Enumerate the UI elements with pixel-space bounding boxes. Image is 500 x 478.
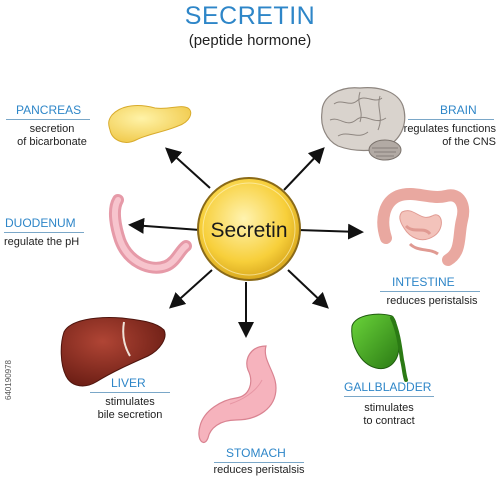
secretin-node: Secretin	[197, 177, 301, 281]
stomach-desc: reduces peristalsis	[213, 464, 305, 476]
intestine-illustration	[377, 188, 470, 266]
liver-desc-line1: stimulates	[105, 396, 155, 408]
arrow-to-duodenum	[128, 217, 201, 234]
duodenum-name: DUODENUM	[5, 216, 76, 230]
liver-rule	[90, 392, 170, 393]
gallbladder-desc-line1: stimulates	[364, 402, 414, 414]
pancreas-desc: secretion of bicarbonate	[4, 123, 100, 149]
brain-name: BRAIN	[440, 103, 477, 117]
arrow-to-gallbladder	[287, 269, 329, 309]
brain-desc-line2: of the CNS	[442, 136, 496, 148]
gallbladder-desc-line2: to contract	[363, 415, 415, 427]
gallbladder-illustration	[351, 313, 408, 382]
brain-rule	[408, 119, 494, 120]
gallbladder-rule	[344, 396, 434, 397]
gallbladder-desc: stimulates to contract	[332, 402, 446, 428]
arrow-to-pancreas	[165, 147, 211, 189]
stomach-name: STOMACH	[226, 446, 286, 460]
liver-desc: stimulates bile secretion	[70, 396, 190, 422]
brain-desc-line1: regulates functions	[403, 123, 496, 135]
intestine-rule	[380, 291, 480, 292]
arrow-to-liver	[169, 269, 213, 309]
liver-desc-line2: bile secretion	[97, 409, 163, 421]
intestine-desc: reduces peristalsis	[386, 295, 478, 307]
secretin-label: Secretin	[210, 219, 287, 242]
brain-desc: regulates functions of the CNS	[384, 123, 496, 149]
arrows	[128, 147, 364, 338]
stock-id: 640190978	[4, 360, 13, 401]
brain-illustration	[321, 87, 406, 161]
arrow-to-brain	[283, 147, 325, 191]
diagram-subtitle: (peptide hormone)	[188, 32, 312, 49]
stomach-rule	[214, 462, 304, 463]
pancreas-name: PANCREAS	[16, 103, 82, 117]
arrow-to-intestine	[297, 223, 364, 240]
stomach-illustration	[198, 345, 277, 443]
intestine-name: INTESTINE	[392, 275, 455, 289]
duodenum-illustration	[108, 194, 192, 274]
pancreas-illustration	[108, 105, 192, 143]
duodenum-rule	[4, 232, 84, 233]
liver-name: LIVER	[111, 376, 146, 390]
diagram-title: SECRETIN	[184, 2, 316, 30]
gallbladder-name: GALLBLADDER	[344, 380, 432, 394]
pancreas-desc-line1: secretion	[29, 123, 75, 135]
liver-illustration	[60, 317, 166, 387]
duodenum-desc: regulate the pH	[4, 236, 80, 248]
pancreas-desc-line2: of bicarbonate	[17, 136, 87, 148]
pancreas-rule	[6, 119, 90, 120]
